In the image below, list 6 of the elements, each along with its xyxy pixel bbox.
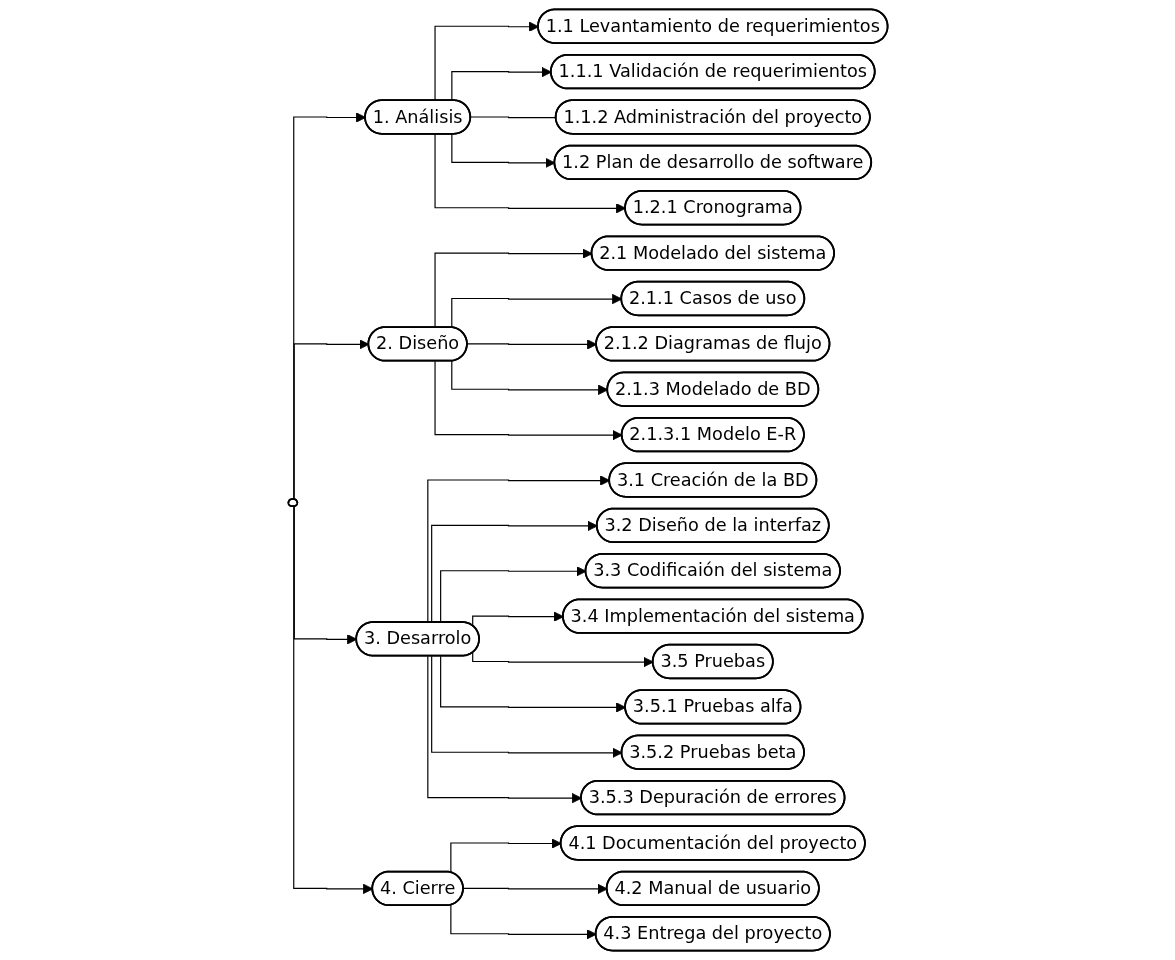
arrow: [292, 506, 373, 895]
arrow: [293, 339, 369, 501]
arrow: [433, 21, 539, 102]
arrow: [450, 133, 555, 169]
arrow: [293, 506, 357, 645]
arrow: [450, 293, 622, 329]
